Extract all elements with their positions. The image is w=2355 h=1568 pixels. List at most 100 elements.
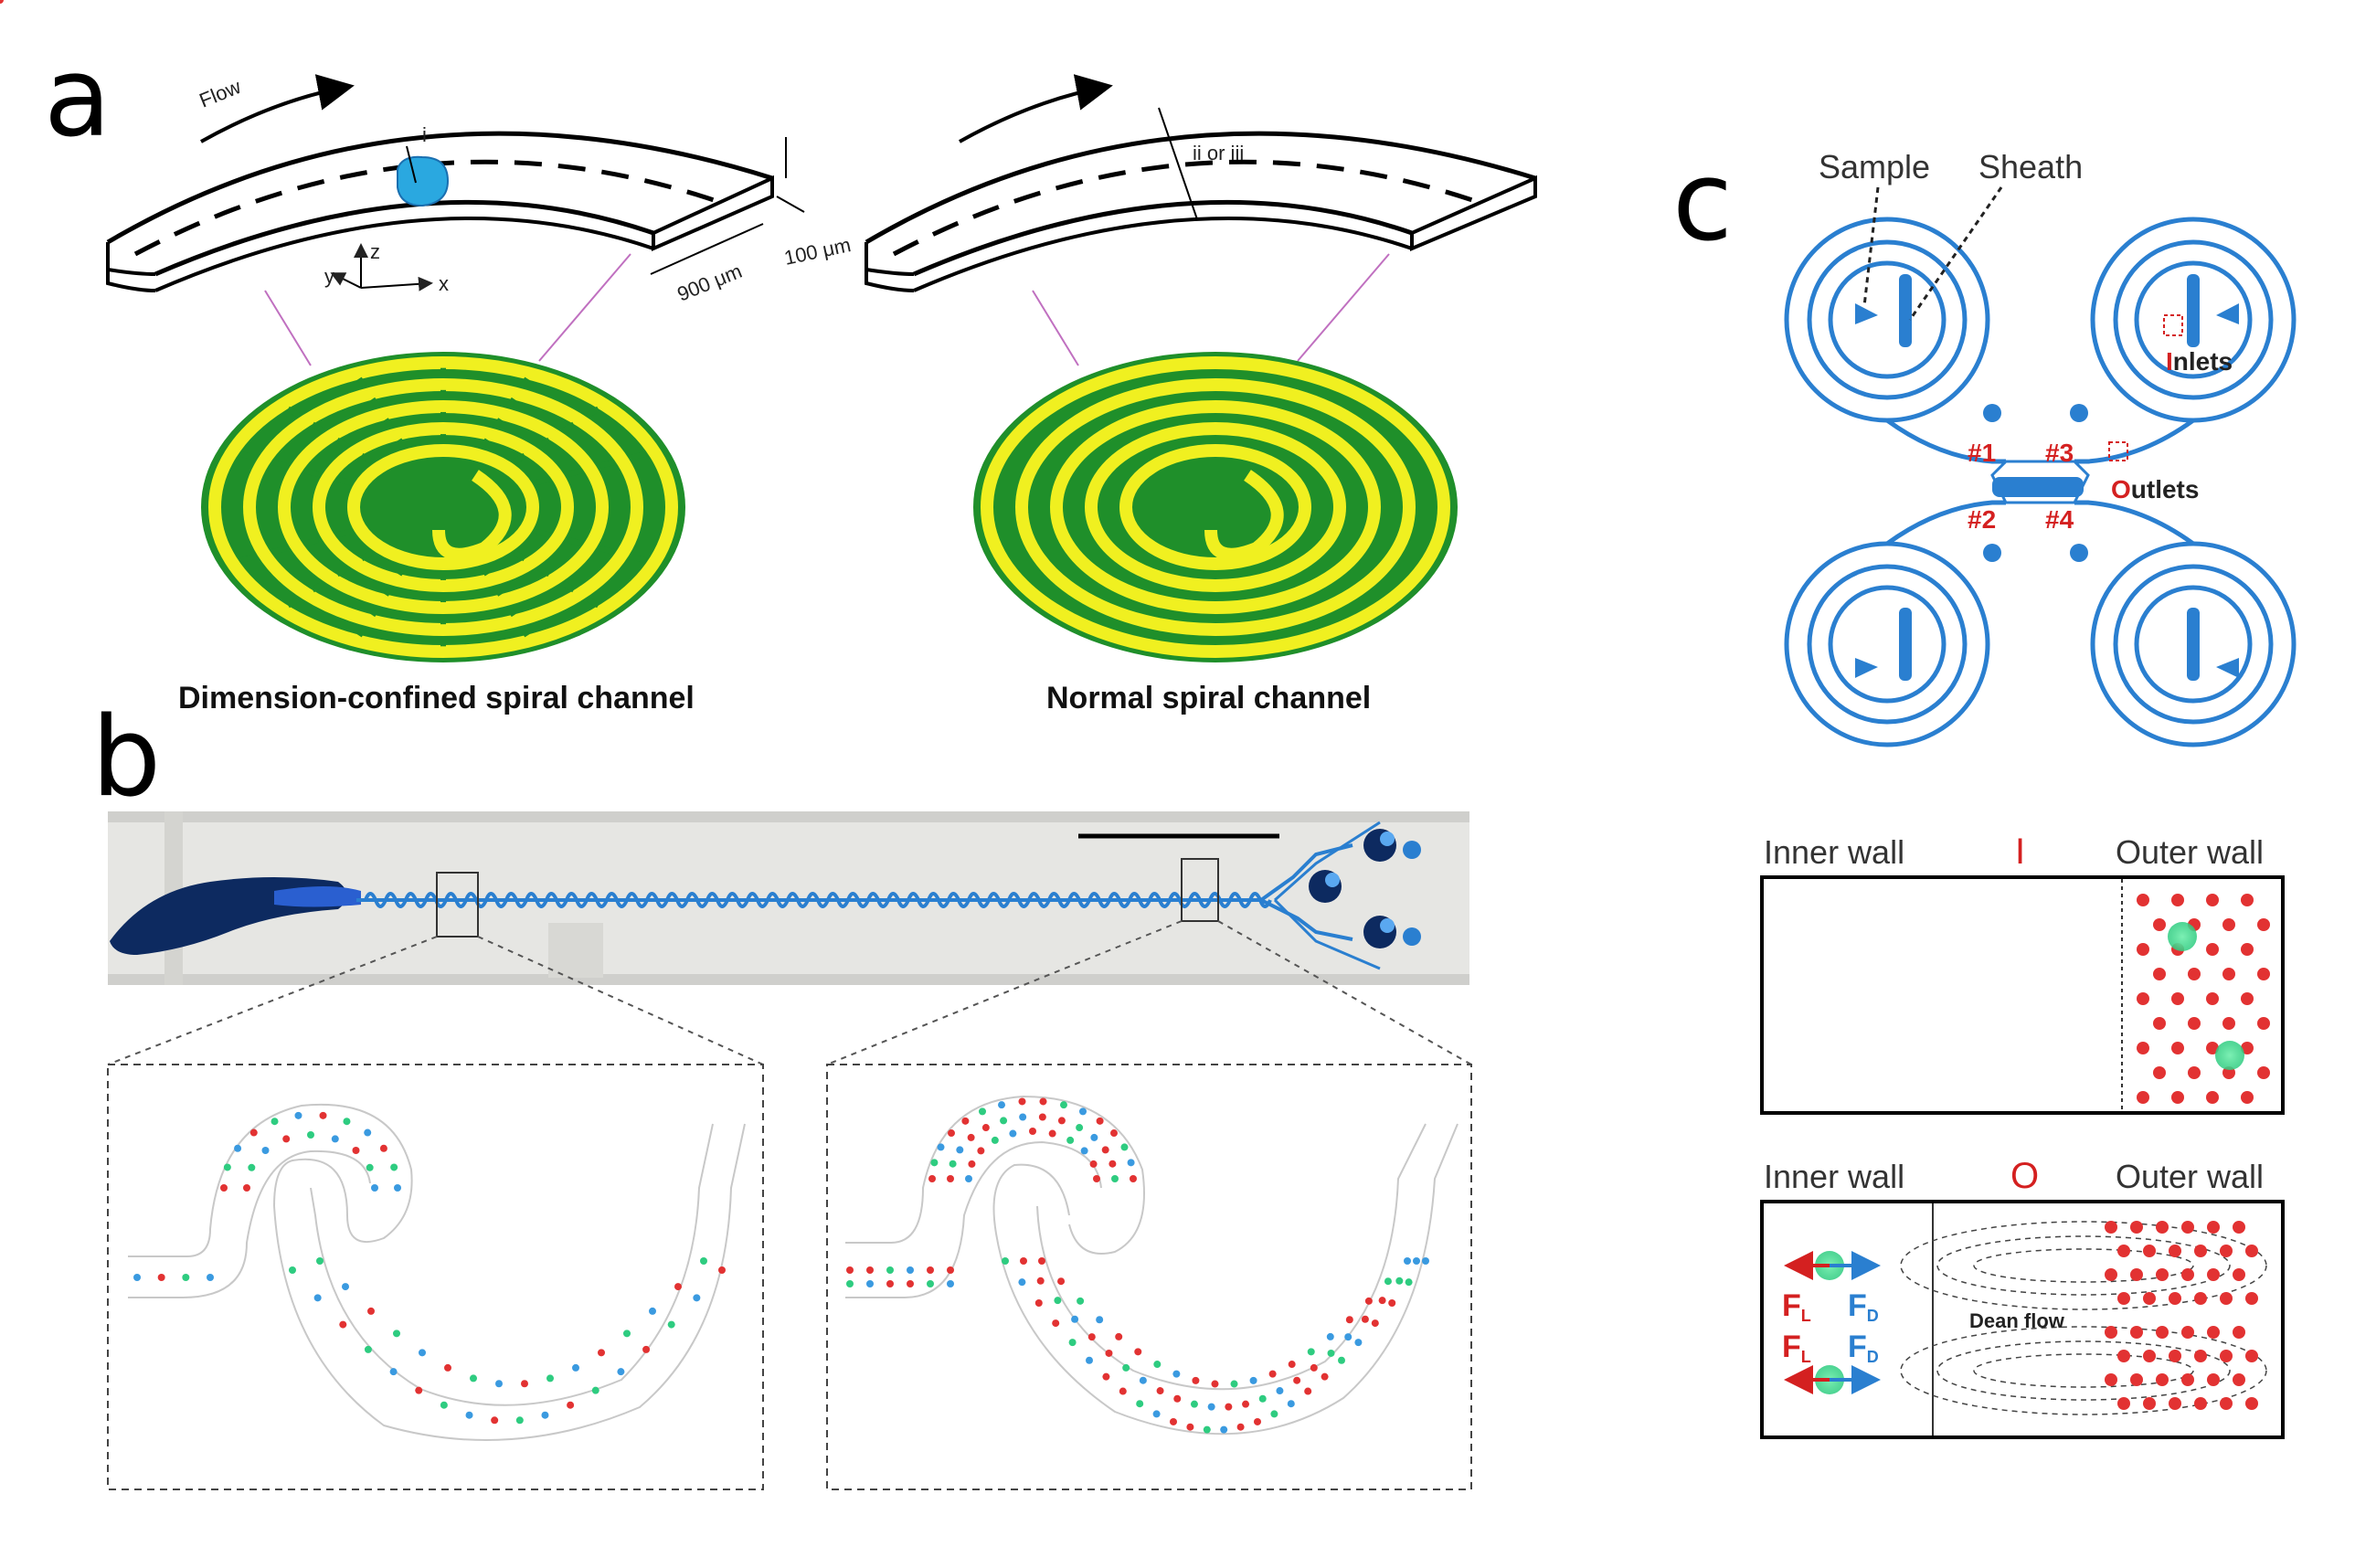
particle-dot: [419, 1349, 426, 1357]
right-caption: Normal spiral channel: [1046, 681, 1371, 715]
particle-dot: [2130, 1221, 2143, 1234]
outlet-cross-section: Inner wall O Outer wall Dean flow FL FD …: [1760, 1156, 2285, 1439]
particle-dot: [371, 1184, 378, 1192]
particle-dot: [1093, 1175, 1100, 1182]
particle-dot: [2222, 918, 2235, 931]
disk-tick: [567, 468, 583, 477]
particle-dot: [1038, 1113, 1046, 1121]
particle-dot: [2207, 1373, 2220, 1386]
particle-dot: [2156, 1326, 2169, 1339]
sample-label: Sample: [1819, 148, 1930, 185]
particle-dot: [1249, 1376, 1257, 1384]
particle-dot: [2169, 1245, 2181, 1257]
particle-dot: [521, 1380, 528, 1388]
particle-dot: [2117, 1397, 2130, 1410]
particle-dot: [2233, 1221, 2245, 1234]
particle-dot: [1310, 1363, 1318, 1372]
particle-dot: [2188, 968, 2201, 980]
disk-tick: [239, 554, 255, 564]
particle-dot: [2105, 1221, 2117, 1234]
particle-dot: [1371, 1319, 1379, 1328]
inlets-label: Inlets: [2166, 347, 2233, 376]
particle-dot: [886, 1266, 894, 1274]
particle-dot: [390, 1163, 398, 1171]
particle-dot: [2220, 1350, 2233, 1362]
disk-tick: [505, 397, 516, 409]
flow-label: Flow: [196, 75, 245, 112]
particle-dot: [1172, 1370, 1181, 1378]
disk-tick: [335, 437, 349, 450]
outlet-3-label: #3: [2045, 439, 2074, 467]
particle-dot: [248, 1163, 256, 1171]
spiral-disk-left: Dimension-confined spiral channel: [178, 352, 695, 715]
particle-dot: [1096, 1316, 1104, 1324]
particle-dot: [1020, 1257, 1027, 1265]
box1-outer-label: Outer wall: [2116, 833, 2264, 871]
particle-dot: [2130, 1326, 2143, 1339]
particle-dot: [1127, 1159, 1135, 1167]
particle-dot: [948, 1129, 956, 1138]
outlet-1-label: #1: [1968, 439, 1996, 467]
particle-dot: [343, 1118, 351, 1126]
particle-dot: [1109, 1160, 1117, 1168]
particle-dot: [2117, 1350, 2130, 1362]
particle-dot: [1404, 1257, 1411, 1265]
particle-dot: [2241, 1091, 2254, 1104]
particle-dot: [282, 1135, 291, 1143]
particle-dot: [1327, 1349, 1335, 1357]
panel-a-right-channel: ii or iii: [865, 74, 1537, 366]
particle-dot: [693, 1294, 701, 1302]
particle-dot: [2206, 992, 2219, 1005]
particle-dot: [1000, 1117, 1008, 1125]
disk-tick: [383, 418, 394, 429]
particle-dot: [949, 1160, 957, 1168]
particle-dot: [1268, 1370, 1277, 1378]
particle-dot: [1038, 1257, 1045, 1265]
particle-dot: [249, 1128, 258, 1137]
particle-dot: [1190, 1400, 1198, 1408]
panel-a-left-channel: Flow i 100 μm 900 μm z y x: [106, 74, 853, 366]
particle-dot: [1345, 1316, 1353, 1324]
particle-dot: [1203, 1425, 1211, 1434]
dim-height-label: 100 μm: [782, 233, 853, 270]
particle-dot: [2194, 1350, 2207, 1362]
particle-dot: [930, 1159, 939, 1167]
particle-dot: [846, 1280, 854, 1287]
disk-tick: [383, 585, 394, 597]
particle-dot: [1254, 1417, 1261, 1425]
particle-dot: [491, 1416, 499, 1425]
box1-inner-label: Inner wall: [1764, 833, 1904, 871]
particle-dot: [2156, 1373, 2169, 1386]
left-caption: Dimension-confined spiral channel: [178, 681, 695, 715]
particle-dot: [981, 1124, 990, 1132]
particle-dot: [1288, 1361, 1296, 1369]
box1-marker: I: [2015, 832, 2025, 872]
particle-dot: [307, 1131, 314, 1139]
inlet-cross-section: Inner wall I Outer wall: [1760, 832, 2285, 1115]
particle-dot: [1036, 1277, 1045, 1285]
particle-dot: [234, 1144, 242, 1152]
particle-dot: [1134, 1348, 1142, 1356]
particle-dot: [316, 1257, 324, 1265]
particle-dot: [1034, 1299, 1043, 1308]
disk-tick: [397, 438, 408, 450]
disk-tick: [286, 406, 301, 418]
particle-dot: [1068, 1339, 1077, 1347]
particle-dot: [1207, 1403, 1215, 1411]
particle-dot: [157, 1274, 165, 1281]
particle-dot: [367, 1307, 375, 1315]
disk-tick: [335, 528, 352, 538]
particle-dot: [956, 1146, 964, 1154]
particle-dot: [1413, 1257, 1420, 1265]
particle-dot: [2153, 1066, 2166, 1079]
disk-tick: [586, 597, 600, 609]
particle-dot: [947, 1175, 954, 1182]
particle-dot: [927, 1266, 934, 1274]
particle-dot: [1354, 1339, 1363, 1347]
particle-dot: [617, 1368, 625, 1376]
particle-dot: [1152, 1410, 1161, 1418]
disk-tick: [599, 460, 615, 469]
particle-dot: [1136, 1400, 1144, 1408]
particle-dot: [2137, 943, 2149, 956]
